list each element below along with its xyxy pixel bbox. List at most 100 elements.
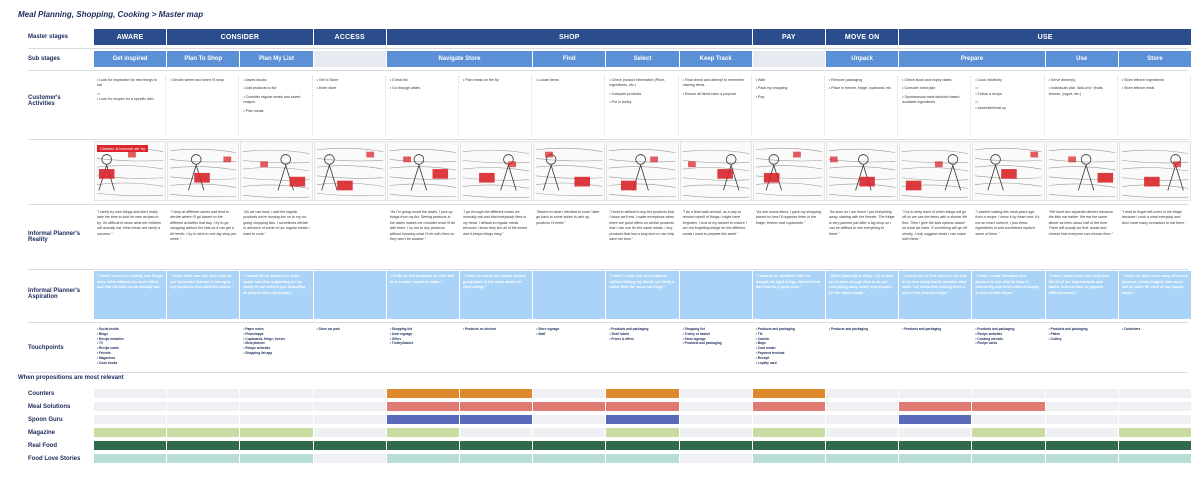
touchpoint-item: • Shopping list app <box>243 350 273 355</box>
touchpoint-item: • Aisle signage <box>389 331 413 336</box>
illustration-panel <box>606 141 679 201</box>
activity-item: • Place in freezer, fridge, cupboard, et… <box>829 86 892 91</box>
sub-stage-unpack[interactable]: Unpack <box>826 51 899 67</box>
activity-item: • Consider regular meals and saved recip… <box>243 94 301 105</box>
sub-stage-use[interactable]: Use <box>1045 51 1118 67</box>
proposition-cell-empty <box>1045 389 1118 398</box>
activity-item: • Pay <box>755 94 765 99</box>
reality-quote: "We have two separate dinners because th… <box>1048 210 1113 236</box>
touchpoint-item: • Recipe websites <box>975 331 1003 336</box>
proposition-bar <box>94 454 167 463</box>
reality-quote: "I do a final walk around, as a way to r… <box>682 210 747 236</box>
proposition-bar <box>386 454 459 463</box>
proposition-bar <box>1118 454 1191 463</box>
sub-stage-store[interactable]: Store <box>1118 51 1191 67</box>
reality-quote: "Based on what I decided to cook I later… <box>536 210 600 225</box>
reality-quote: "As she scans items, I pack my shopping … <box>755 210 821 225</box>
illustration-panel <box>826 141 899 201</box>
touchpoint-item: • Cashier <box>755 336 770 341</box>
touchpoint-cell <box>167 325 239 371</box>
proposition-bar <box>752 428 825 437</box>
touchpoint-item: • Payment terminal <box>755 350 785 355</box>
proposition-bar <box>313 441 386 450</box>
activity-cell: • Check stock and expiry dates• Consider… <box>899 76 972 136</box>
proposition-bar <box>240 454 313 463</box>
touchpoint-cell: • Products and packaging <box>899 325 971 371</box>
illustration-panel: Chicken & broccoli stir fry <box>94 141 167 201</box>
proposition-cell-empty <box>533 415 606 424</box>
touchpoint-item: • Trolley or basket <box>682 331 710 336</box>
activity-item: • Look for inspiration for new things to… <box>97 78 157 88</box>
sub-stage-prepare[interactable]: Prepare <box>899 51 1045 67</box>
sub-stage-plan-to-shop[interactable]: Plan To Shop <box>167 51 240 67</box>
activity-cell: • Serve dinner(s)• Individuals pick "add… <box>1046 76 1118 136</box>
illustration-panel <box>679 141 752 201</box>
activity-item: • Check list <box>389 78 408 82</box>
proposition-bar <box>826 441 899 450</box>
activity-item: • Ensure all items have a purpose <box>682 91 737 96</box>
proposition-cell-empty <box>167 389 240 398</box>
proposition-bar <box>167 454 240 463</box>
sub-stage-navigate-store[interactable]: Navigate Store <box>386 51 533 67</box>
master-stage-aware[interactable]: AWARE <box>94 29 167 45</box>
proposition-cell-empty <box>826 415 899 424</box>
master-stage-consider[interactable]: CONSIDER <box>167 29 313 45</box>
reality-quote: "I shop at different stores and tend to … <box>170 210 237 241</box>
sub-stage-plan-my-list[interactable]: Plan My List <box>240 51 313 67</box>
proposition-bar <box>167 428 240 437</box>
proposition-cell-empty <box>899 389 972 398</box>
activity-cell: • Store leftover ingredients• Store left… <box>1119 76 1191 136</box>
touchpoint-item: • Products and packaging <box>1048 327 1088 331</box>
illustration-panel <box>1045 141 1118 201</box>
sub-stage-empty <box>752 51 825 67</box>
aspiration-quote <box>313 271 386 319</box>
proposition-label-counters: Counters <box>28 390 55 397</box>
proposition-bar <box>972 402 1045 411</box>
proposition-bar <box>240 428 313 437</box>
proposition-bar <box>752 441 825 450</box>
proposition-bar <box>606 454 679 463</box>
activity-item: • Follow a recipe <box>975 91 1002 96</box>
proposition-bar <box>1045 441 1118 450</box>
sub-stage-select[interactable]: Select <box>606 51 679 67</box>
reality-quote: "I rarely try new things and don't reall… <box>97 210 161 236</box>
touchpoint-item: • Meal planner <box>243 341 265 346</box>
touchpoint-item: • Shopping list <box>389 327 412 331</box>
aspiration-quote: "I would like to find ways for my kids t… <box>899 271 972 319</box>
touchpoint-cell: • Products and packaging <box>826 325 898 371</box>
activity-item: • Put in trolley <box>609 100 632 105</box>
proposition-bar <box>386 402 459 411</box>
proposition-label-meal-solutions: Meal Solutions <box>28 403 71 410</box>
touchpoint-item: • Cook books <box>97 360 118 365</box>
proposition-bar <box>533 454 606 463</box>
master-stage-pay[interactable]: PAY <box>752 29 825 45</box>
proposition-bar <box>752 389 825 398</box>
master-stage-access[interactable]: ACCESS <box>313 29 386 45</box>
proposition-bar <box>460 402 533 411</box>
aspiration-quote: "I hope we don't have many left-overs be… <box>1118 271 1191 319</box>
illustration-panel <box>972 141 1045 201</box>
touchpoint-item: • Store signage <box>682 336 706 341</box>
sub-stage-find[interactable]: Find <box>533 51 606 67</box>
illustration-panel <box>533 141 606 201</box>
touchpoint-item: • Paper notes <box>243 327 264 331</box>
proposition-cell-empty <box>679 415 752 424</box>
reality-quote: "As soon as I am home I put everything a… <box>829 210 895 236</box>
activity-item: • Compare products <box>609 91 642 96</box>
sub-stage-get-inspired[interactable]: Get inspired <box>94 51 167 67</box>
master-stage-move-on[interactable]: MOVE ON <box>826 29 899 45</box>
activity-item: • Add products to list <box>243 86 277 91</box>
proposition-bar <box>386 415 459 424</box>
master-stage-shop[interactable]: SHOP <box>386 29 752 45</box>
touchpoint-item: • Offers <box>389 336 402 341</box>
activity-cell: • Check product information (Price, ingr… <box>606 76 679 136</box>
activity-item: • Locate items <box>536 78 559 82</box>
sub-stage-keep-track[interactable]: Keep Track <box>679 51 752 67</box>
proposition-cell-empty <box>313 428 386 437</box>
reality-quote: "I tend to default to buy the products t… <box>609 210 675 241</box>
master-stage-use[interactable]: USE <box>899 29 1191 45</box>
activity-item: • Decide where and when I'll shop <box>170 78 225 82</box>
row-label-master: Master stages <box>28 34 69 40</box>
aspiration-quote: "I wish we would not always default goin… <box>460 271 533 319</box>
activity-cell: • Remove packaging• Place in freezer, fr… <box>826 76 899 136</box>
